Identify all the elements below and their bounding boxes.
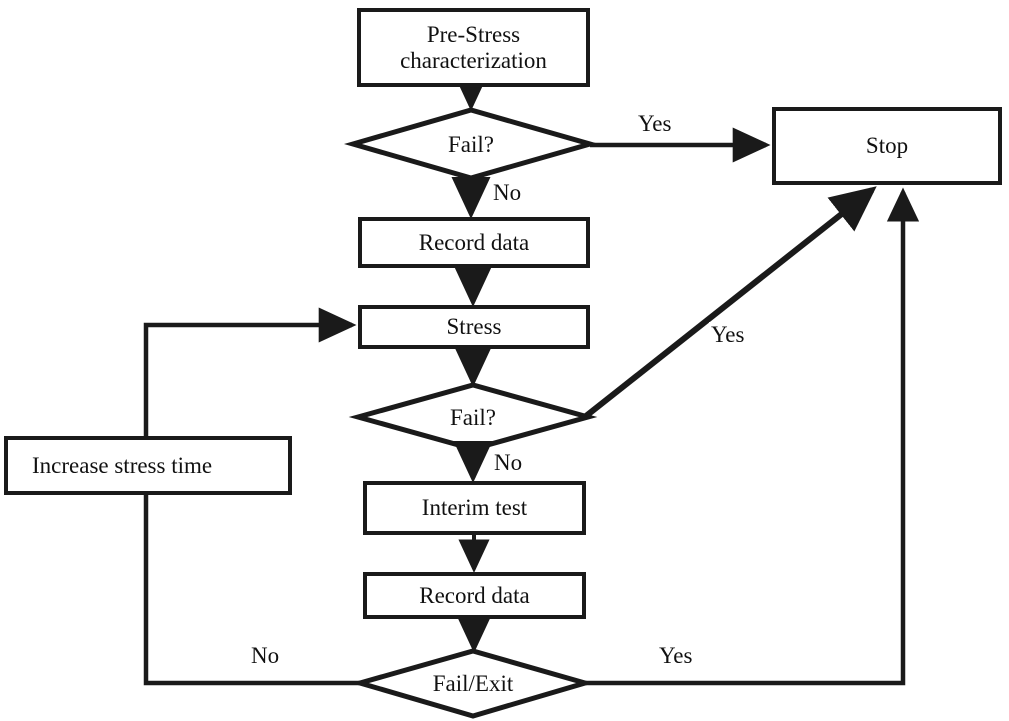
node-increase-stress-time[interactable]: Increase stress time: [4, 436, 292, 495]
pre-stress-characterization-line2: characterization: [400, 47, 547, 73]
node-interim-test[interactable]: Interim test: [363, 481, 586, 535]
edge-fail2-yes-to-stop: [584, 186, 877, 419]
edge-label-fail1-no: No: [491, 180, 524, 206]
increase-stress-time-label: Increase stress time: [32, 452, 213, 478]
node-stress[interactable]: Stress: [358, 305, 590, 349]
pre-stress-characterization-line1: Pre-Stress: [426, 21, 521, 47]
edge-label-fail2-yes: Yes: [709, 322, 747, 348]
node-pre-stress-characterization[interactable]: Pre-Stress characterization: [357, 8, 590, 87]
stress-label: Stress: [446, 314, 502, 340]
interim-test-label: Interim test: [421, 495, 528, 521]
edge-failexit-no-to-stress: [143, 307, 360, 686]
edge-label-fail1-yes: Yes: [636, 111, 674, 137]
stop-label: Stop: [865, 133, 909, 159]
node-record-data-2[interactable]: Record data: [363, 572, 586, 619]
edge-label-failexit-yes: Yes: [657, 643, 695, 669]
record-data-1-label: Record data: [418, 229, 530, 255]
fail-exit-decision-label[interactable]: Fail/Exit: [432, 671, 514, 696]
node-record-data-1[interactable]: Record data: [358, 217, 590, 268]
fail-decision-2-label[interactable]: Fail?: [450, 405, 496, 430]
record-data-2-label: Record data: [419, 582, 530, 608]
edge-label-failexit-no: No: [249, 643, 282, 669]
edge-failexit-yes-to-stop: [585, 187, 920, 686]
edge-label-fail2-no: No: [492, 450, 525, 476]
node-stop[interactable]: Stop: [772, 107, 1002, 185]
fail-decision-1-label[interactable]: Fail?: [448, 132, 494, 157]
